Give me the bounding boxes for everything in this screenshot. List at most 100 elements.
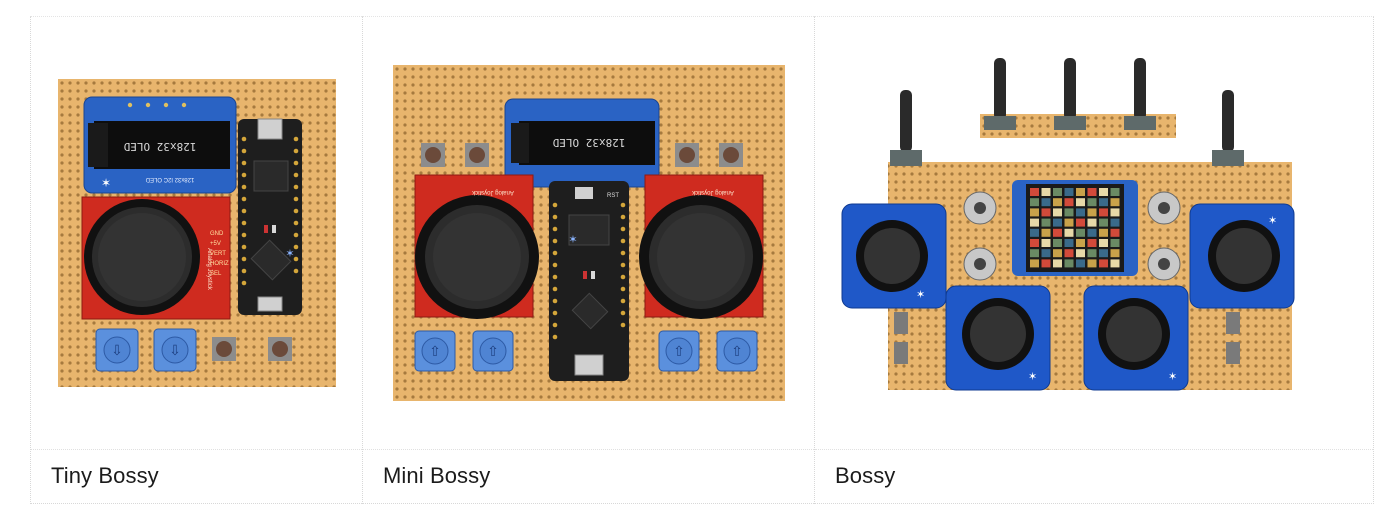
joystick-breakout-board: Analog Joystick GND +5V VERT HORIZ SEL: [81, 196, 230, 320]
led-cell: [1041, 249, 1051, 258]
led-cell: [1053, 259, 1062, 268]
led-cell: [1099, 188, 1108, 196]
joystick-breakout-label: Analog Joystick: [206, 248, 212, 291]
star-icon: ✶: [1168, 371, 1177, 383]
product-gallery: 128x32 OLED 128x32 I2C OLED ✶: [30, 16, 1374, 504]
led-cell: [1030, 198, 1039, 207]
feather-star-icon: ✶: [568, 234, 577, 246]
led-cell: [1076, 208, 1085, 217]
feather-microcontroller: RST ✶: [548, 181, 629, 381]
led-cell: [1110, 239, 1120, 247]
led-cell: [1053, 188, 1062, 196]
led-cell: [1053, 249, 1062, 258]
led-cell: [1041, 208, 1051, 217]
led-cell: [1110, 188, 1120, 196]
feather-microcontroller: ✶: [237, 118, 302, 315]
arrow-icon: ⇧: [673, 343, 685, 359]
adafruit-star-icon: ✶: [100, 176, 110, 190]
tactile-button-3: [1226, 312, 1240, 334]
led-cell: [1076, 188, 1085, 196]
potentiometer-2: [984, 58, 1016, 130]
rotary-encoder-4: [1147, 247, 1181, 281]
gallery-card-mini-bossy[interactable]: 128x32 OLED Analog Joystick: [362, 16, 814, 504]
led-matrix-cells: [1030, 188, 1120, 268]
tactile-button-2: [894, 342, 908, 364]
led-cell: [1053, 239, 1062, 247]
star-icon: ✶: [916, 289, 925, 301]
potentiometer-1: [890, 90, 922, 166]
joystick-label-right: Analog Joystick: [691, 189, 734, 195]
led-cell: [1099, 249, 1108, 258]
led-cell: [1087, 208, 1097, 217]
led-cell: [1064, 188, 1074, 196]
pin-label-5v: +5V: [210, 241, 221, 247]
led-cell: [1099, 259, 1108, 268]
led-cell: [1041, 259, 1051, 268]
potentiometer-4: [1124, 58, 1156, 130]
led-cell: [1099, 208, 1108, 217]
led-matrix-board: [1012, 180, 1138, 276]
mini-bossy-image[interactable]: 128x32 OLED Analog Joystick: [363, 17, 814, 450]
card-caption-tiny-bossy[interactable]: Tiny Bossy: [51, 463, 159, 488]
led-cell: [1030, 188, 1039, 196]
tactile-button-2: [464, 143, 489, 167]
pin-label-horiz: HORIZ: [210, 261, 229, 267]
tactile-button-1: [894, 312, 908, 334]
led-cell: [1064, 249, 1074, 258]
card-caption-mini-bossy[interactable]: Mini Bossy: [383, 463, 491, 488]
led-cell: [1099, 239, 1108, 247]
led-cell: [1041, 228, 1051, 237]
arrow-icon: ⇩: [169, 342, 181, 358]
tiny-bossy-image[interactable]: 128x32 OLED 128x32 I2C OLED ✶: [31, 17, 362, 450]
led-cell: [1076, 239, 1085, 247]
led-cell: [1099, 228, 1108, 237]
oled-display-board: 128x32 OLED: [504, 98, 659, 188]
rotary-encoder-2: [963, 247, 997, 281]
tactile-button-3: [674, 143, 699, 167]
joystick-board-center-right: ✶: [1083, 285, 1189, 391]
slide-pots: [890, 58, 1244, 166]
oled-label: 128x32 OLED: [123, 140, 196, 153]
card-caption-bossy[interactable]: Bossy: [835, 463, 896, 488]
led-cell: [1030, 259, 1039, 268]
gallery-card-tiny-bossy[interactable]: 128x32 OLED 128x32 I2C OLED ✶: [30, 16, 362, 504]
led-cell: [1076, 198, 1085, 207]
gallery-card-bossy[interactable]: ✶ ✶ ✶ ✶: [814, 16, 1374, 504]
led-cell: [1110, 208, 1120, 217]
rotary-encoder-2: ⇧: [472, 330, 513, 372]
led-cell: [1110, 218, 1120, 227]
tactile-button-4: [1226, 342, 1240, 364]
tiny-bossy-board-illustration: 128x32 OLED 128x32 I2C OLED ✶: [57, 79, 336, 387]
led-cell: [1041, 198, 1051, 207]
rotary-encoder-2: ⇩: [153, 328, 196, 372]
led-cell: [1030, 249, 1039, 258]
led-cell: [1030, 228, 1039, 237]
led-cell: [1110, 228, 1120, 237]
oled-display-board: 128x32 OLED 128x32 I2C OLED ✶: [83, 96, 236, 194]
joystick-board-left: ✶: [841, 203, 947, 309]
feather-star-icon: ✶: [285, 248, 294, 260]
led-cell: [1053, 218, 1062, 227]
led-cell: [1076, 249, 1085, 258]
led-cell: [1030, 218, 1039, 227]
pin-label-vert: VERT: [210, 251, 226, 257]
led-cell: [1064, 218, 1074, 227]
led-cell: [1053, 228, 1062, 237]
arrow-icon: ⇧: [487, 343, 499, 359]
joystick-breakout-left: Analog Joystick: [414, 174, 539, 319]
mini-bossy-board-illustration: 128x32 OLED Analog Joystick: [392, 65, 785, 401]
rotary-encoder-4: ⇧: [716, 330, 757, 372]
led-cell: [1076, 259, 1085, 268]
led-cell: [1087, 198, 1097, 207]
bossy-image[interactable]: ✶ ✶ ✶ ✶: [815, 17, 1373, 450]
reset-label: RST: [607, 193, 619, 199]
tactile-button-1: [211, 337, 236, 361]
led-cell: [1041, 218, 1051, 227]
rotary-encoder-1: ⇧: [414, 330, 455, 372]
oled-sublabel: 128x32 I2C OLED: [144, 176, 193, 182]
rotary-encoder-3: [1147, 191, 1181, 225]
joystick-board-right: ✶: [1189, 203, 1295, 309]
led-cell: [1087, 239, 1097, 247]
potentiometer-3: [1054, 58, 1086, 130]
led-cell: [1076, 228, 1085, 237]
